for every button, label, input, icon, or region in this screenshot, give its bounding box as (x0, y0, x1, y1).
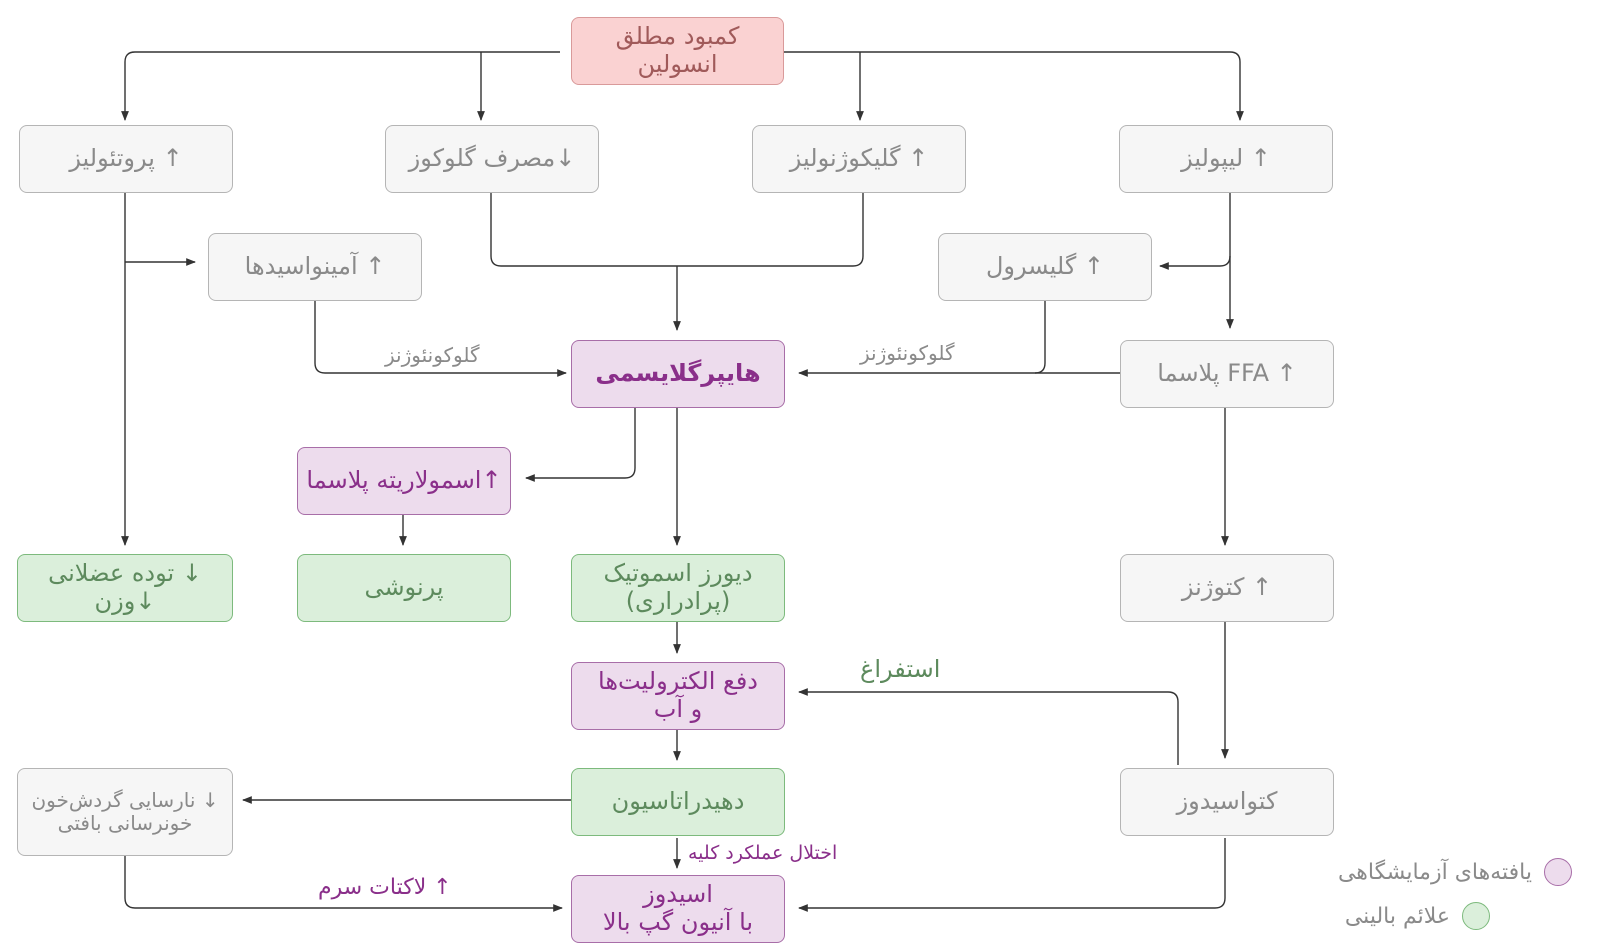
vomiting-label: استفراغ (860, 655, 941, 683)
node-line: ↑ لیپولیز (1181, 144, 1271, 173)
node-line: ↓ توده عضلانی (48, 559, 202, 588)
electrolyte-loss-node: دفع الکترولیت‌ها و آب (571, 662, 785, 730)
glycogenolysis-node: ↑ گلیکوژنولیز (752, 125, 966, 193)
node-line: (پرادراری) (625, 587, 731, 615)
node-line: ↑ آمینواسیدها (244, 252, 386, 281)
glucose-use-node: ↓مصرف گلوکوز (385, 125, 599, 193)
plasma-ffa-node: ↑ FFA پلاسما (1120, 340, 1334, 408)
renal-dysfunction-label: اختلال عملکرد کلیه (688, 842, 838, 864)
node-line: ↑ FFA پلاسما (1157, 359, 1297, 388)
node-line: با آنیون گپ بالا (602, 908, 754, 936)
hyperglycemia-node: هایپرگلایسمی (571, 340, 785, 408)
amino-acids-node: ↑ آمینواسیدها (208, 233, 422, 301)
legend-lab-findings-label: یافته‌های آزمایشگاهی (1337, 859, 1532, 885)
gluconeogenesis-right-label: گلوکونئوژنز (860, 341, 955, 365)
legend-lab-findings: یافته‌های آزمایشگاهی (1338, 858, 1572, 886)
node-line: هایپرگلایسمی (595, 359, 761, 388)
ketoacidosis-node: کتواسیدوز (1120, 768, 1334, 836)
muscle-mass-node: ↓ توده عضلانی ↓وزن (17, 554, 233, 622)
polydipsia-node: پرنوشی (297, 554, 511, 622)
node-line: خونرسانی بافتی (57, 811, 193, 835)
node-line: اسیدوز (643, 880, 713, 909)
node-line: ↑ پروتئولیز (69, 144, 183, 173)
node-line: ↓وزن (94, 587, 156, 615)
node-line: ↑ گلیکوژنولیز (789, 144, 929, 173)
clinical-signs-swatch-icon (1462, 902, 1490, 930)
serum-lactate-label: ↑ لاکتات سرم (318, 875, 452, 900)
node-line: انسولین (637, 50, 718, 78)
plasma-osmolarity-node: ↑اسمولاریته پلاسما (297, 447, 511, 515)
ketogenesis-node: ↑ کتوژنز (1120, 554, 1334, 622)
osmotic-diuresis-node: دیورز اسموتیک (پرادراری) (571, 554, 785, 622)
node-line: کتواسیدوز (1176, 787, 1278, 816)
legend-clinical-signs: علائم بالینی (1345, 902, 1490, 930)
legend-clinical-signs-label: علائم بالینی (1344, 903, 1450, 929)
node-line: دیورز اسموتیک (603, 559, 753, 588)
node-line: و آب (653, 695, 703, 723)
circulatory-failure-node: ↓ نارسایی گردش‌خون خونرسانی بافتی (17, 768, 233, 856)
node-line: دهیدراتاسیون (611, 787, 745, 816)
dehydration-node: دهیدراتاسیون (571, 768, 785, 836)
insulin-deficiency-node: کمبود مطلق انسولین (571, 17, 784, 85)
node-line: ↑ کتوژنز (1181, 573, 1273, 602)
node-line: ↑ گلیسرول (985, 252, 1105, 281)
node-line: ↓مصرف گلوکوز (408, 144, 576, 173)
node-line: ↑اسمولاریته پلاسما (306, 466, 502, 495)
lipolysis-node: ↑ لیپولیز (1119, 125, 1333, 193)
proteolysis-node: ↑ پروتئولیز (19, 125, 233, 193)
lab-findings-swatch-icon (1544, 858, 1572, 886)
gluconeogenesis-left-label: گلوکونئوژنز (385, 343, 480, 367)
node-line: دفع الکترولیت‌ها (598, 667, 758, 696)
acidosis-node: اسیدوز با آنیون گپ بالا (571, 875, 785, 943)
node-line: کمبود مطلق (615, 22, 740, 51)
node-line: پرنوشی (364, 573, 444, 602)
node-line: ↓ نارسایی گردش‌خون (31, 788, 219, 812)
glycerol-node: ↑ گلیسرول (938, 233, 1152, 301)
